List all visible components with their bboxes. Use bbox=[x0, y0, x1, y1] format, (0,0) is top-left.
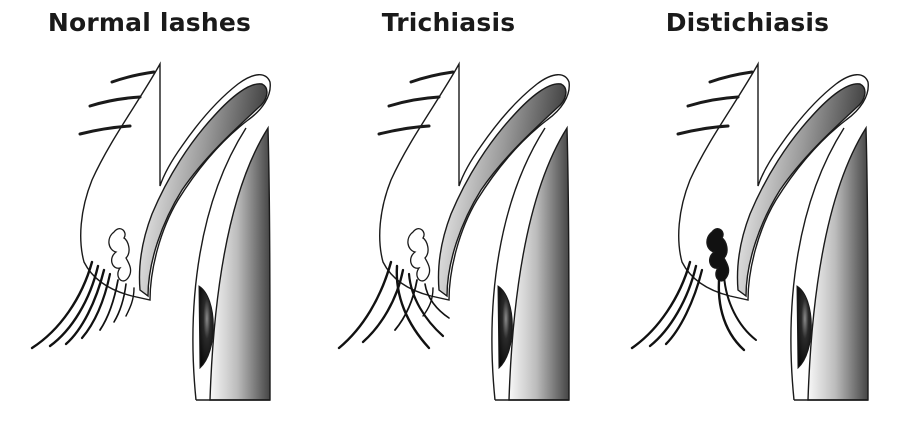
panel-normal-lashes: Normal lashes bbox=[0, 0, 299, 421]
tarsal-plate bbox=[138, 83, 268, 298]
eyelid-diagram-distichiasis bbox=[630, 61, 869, 401]
lash bbox=[30, 260, 94, 350]
tarsal-plate bbox=[736, 83, 866, 298]
eyeball bbox=[807, 125, 869, 401]
lash bbox=[64, 268, 106, 346]
lash bbox=[395, 264, 431, 350]
lash bbox=[337, 260, 393, 350]
lash bbox=[407, 272, 445, 338]
aberrant-lash bbox=[723, 275, 757, 341]
brow-hair bbox=[409, 70, 455, 84]
lash bbox=[80, 272, 112, 340]
eyelid-diagram-trichiasis bbox=[337, 61, 570, 401]
lash bbox=[664, 268, 704, 346]
lash bbox=[630, 260, 692, 350]
meibomian-gland-aberrant-lash bbox=[706, 228, 730, 282]
lash bbox=[394, 279, 418, 331]
eyeball bbox=[508, 125, 570, 401]
lash bbox=[424, 283, 450, 319]
brow-hair bbox=[387, 95, 441, 108]
brow-hair bbox=[110, 70, 156, 84]
brow-hair bbox=[708, 70, 754, 84]
panel-trichiasis: Trichiasis bbox=[299, 0, 598, 421]
eyelid-diagram-normal bbox=[30, 61, 271, 401]
pupil bbox=[497, 285, 513, 370]
panel-title: Distichiasis bbox=[665, 8, 830, 37]
cornea-edge bbox=[192, 127, 247, 401]
lash bbox=[361, 268, 405, 344]
lash bbox=[99, 279, 119, 331]
brow-hair bbox=[676, 124, 730, 136]
lash bbox=[125, 287, 135, 317]
panel-title: Trichiasis bbox=[381, 8, 516, 37]
eyeball bbox=[209, 125, 271, 401]
brow-hair bbox=[377, 124, 431, 136]
meibomian-gland bbox=[108, 228, 132, 282]
cornea-edge bbox=[790, 127, 845, 401]
lash bbox=[648, 264, 698, 348]
panel-title: Normal lashes bbox=[47, 8, 252, 37]
brow-hair bbox=[88, 95, 142, 108]
pupil bbox=[796, 285, 812, 370]
meibomian-gland bbox=[407, 228, 431, 282]
cornea-edge bbox=[491, 127, 546, 401]
pupil bbox=[198, 285, 214, 370]
brow-hair bbox=[78, 124, 132, 136]
lash bbox=[422, 287, 434, 317]
brow-hair bbox=[686, 95, 740, 108]
lash bbox=[48, 264, 100, 348]
panel-distichiasis: Distichiasis bbox=[598, 0, 897, 421]
lash bbox=[113, 283, 127, 323]
tarsal-plate bbox=[437, 83, 567, 298]
aberrant-lash bbox=[717, 268, 746, 352]
